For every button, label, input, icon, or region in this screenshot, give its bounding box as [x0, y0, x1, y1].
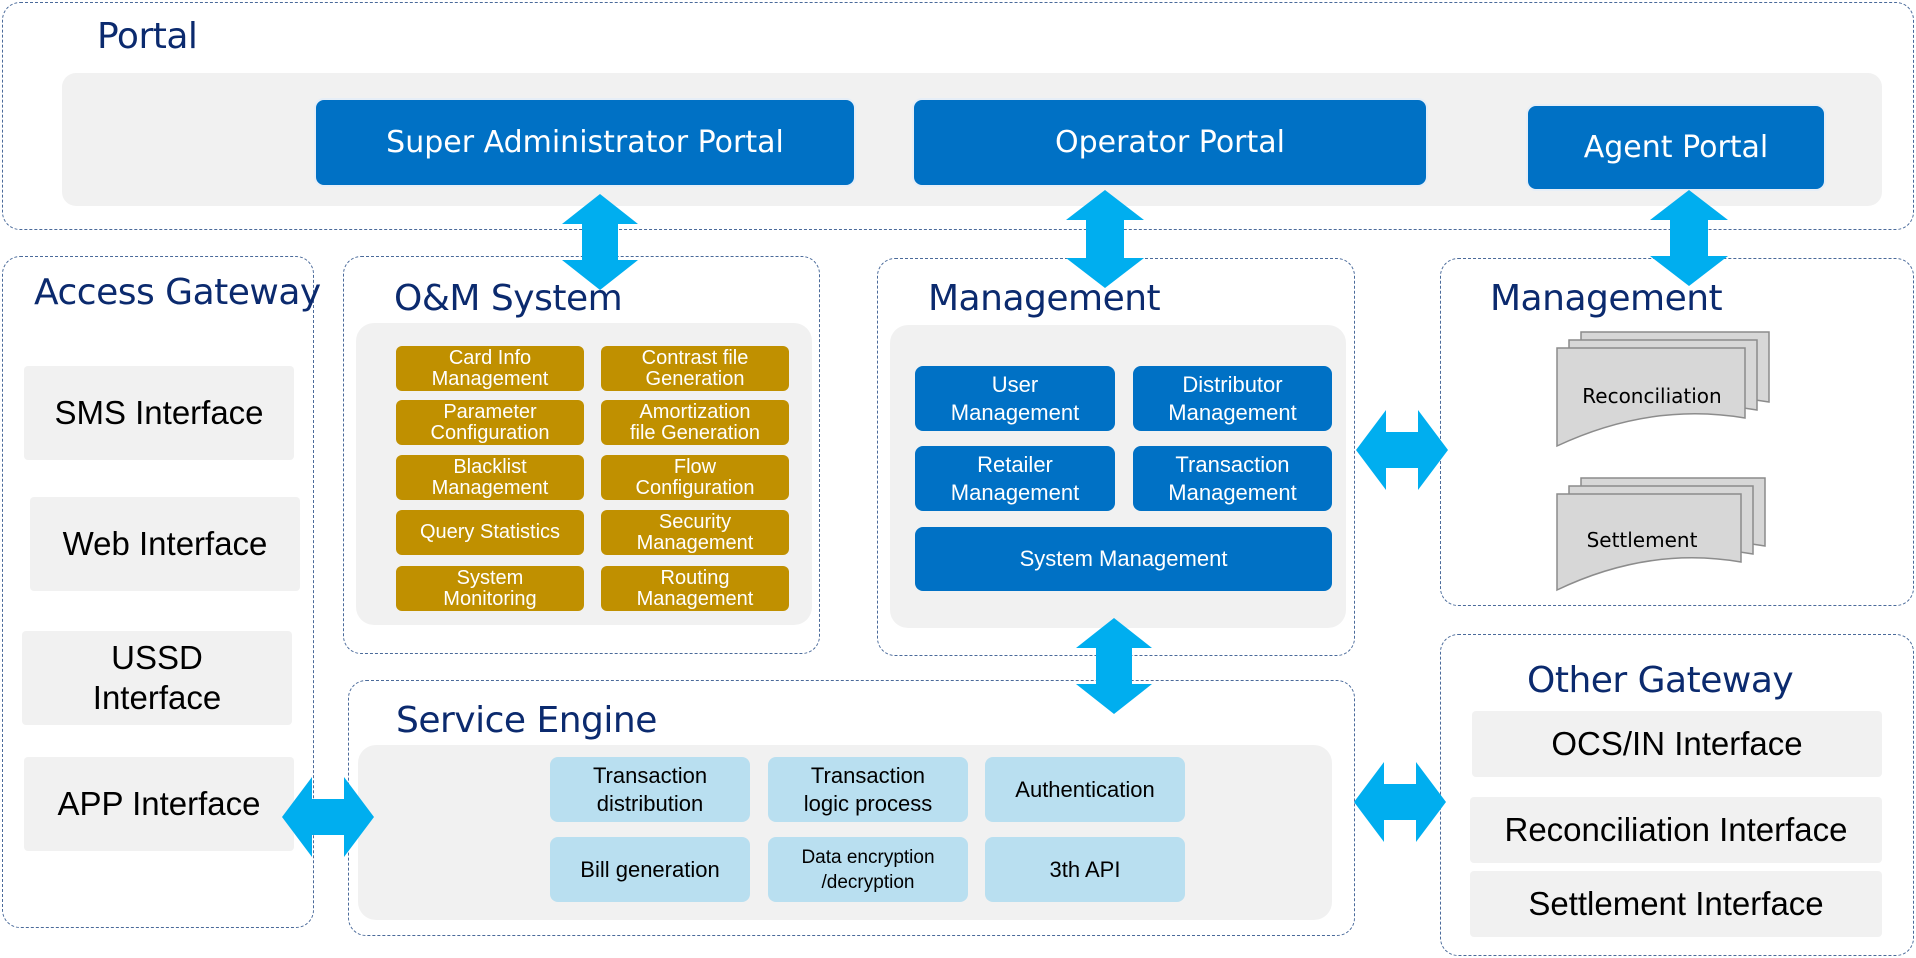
bill-generation: Bill generation: [550, 837, 750, 902]
double-arrow-horizontal-icon: [1354, 762, 1446, 842]
third-party-api: 3th API: [985, 837, 1185, 902]
contrast-file-generation: Contrast file Generation: [601, 346, 789, 391]
double-arrow-vertical-icon: [1650, 190, 1728, 286]
double-arrow-vertical-icon: [562, 194, 638, 290]
retailer-management: Retailer Management: [915, 446, 1115, 511]
system-monitoring: System Monitoring: [396, 566, 584, 611]
security-management: Security Management: [601, 510, 789, 555]
ocs-in-interface: OCS/IN Interface: [1472, 711, 1882, 777]
settlement-document-icon: [1556, 477, 1766, 592]
web-interface: Web Interface: [30, 497, 300, 591]
authentication: Authentication: [985, 757, 1185, 822]
double-arrow-vertical-icon: [1076, 618, 1152, 714]
access-gateway-section: [2, 256, 314, 928]
reconciliation-interface: Reconciliation Interface: [1470, 797, 1882, 863]
query-statistics: Query Statistics: [396, 510, 584, 555]
system-management: System Management: [915, 527, 1332, 591]
portal-title: Portal: [97, 16, 198, 57]
double-arrow-horizontal-icon: [1356, 410, 1448, 490]
transaction-distribution: Transaction distribution: [550, 757, 750, 822]
management-center-title: Management: [928, 278, 1161, 319]
distributor-management: Distributor Management: [1133, 366, 1332, 431]
app-interface: APP Interface: [24, 757, 294, 851]
sms-interface: SMS Interface: [24, 366, 294, 460]
reconciliation-document-icon: [1556, 331, 1770, 448]
routing-management: Routing Management: [601, 566, 789, 611]
blacklist-management: Blacklist Management: [396, 455, 584, 500]
transaction-logic-process: Transaction logic process: [768, 757, 968, 822]
agent-portal-button[interactable]: Agent Portal: [1526, 104, 1826, 191]
flow-configuration: Flow Configuration: [601, 455, 789, 500]
portal-section: [2, 2, 1914, 230]
card-info-management: Card Info Management: [396, 346, 584, 391]
om-system-title: O&M System: [394, 278, 623, 319]
operator-portal-button[interactable]: Operator Portal: [912, 98, 1428, 187]
parameter-configuration: Parameter Configuration: [396, 400, 584, 445]
user-management: User Management: [915, 366, 1115, 431]
double-arrow-vertical-icon: [1066, 190, 1144, 288]
transaction-management: Transaction Management: [1133, 446, 1332, 511]
double-arrow-horizontal-icon: [282, 777, 374, 857]
super-administrator-portal-button[interactable]: Super Administrator Portal: [314, 98, 856, 187]
settlement-label: Settlement: [1586, 528, 1698, 552]
settlement-interface: Settlement Interface: [1470, 871, 1882, 937]
reconciliation-label: Reconciliation: [1582, 384, 1722, 408]
om-system-section: [343, 256, 820, 654]
amortization-file-generation: Amortization file Generation: [601, 400, 789, 445]
data-encryption-decryption: Data encryption /decryption: [768, 837, 968, 902]
service-engine-title: Service Engine: [396, 700, 657, 741]
access-gateway-title: Access Gateway: [34, 272, 321, 313]
other-gateway-title: Other Gateway: [1527, 660, 1794, 701]
ussd-interface: USSD Interface: [22, 631, 292, 725]
management-right-title: Management: [1490, 278, 1723, 319]
